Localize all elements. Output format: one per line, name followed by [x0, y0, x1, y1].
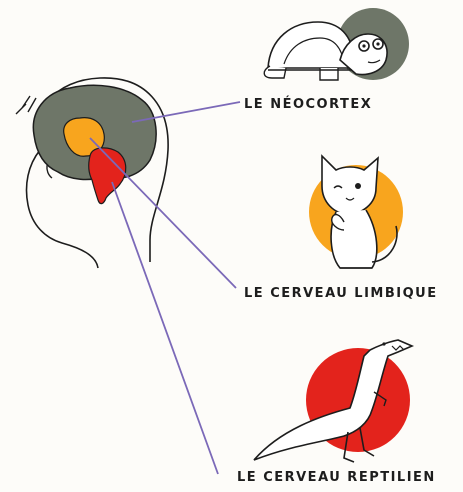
label-limbic-brain: LE CERVEAU LIMBIQUE — [244, 286, 438, 301]
cat-icon — [309, 156, 403, 268]
turtle-icon — [264, 8, 409, 80]
label-reptilian-brain: LE CERVEAU REPTILIEN — [237, 470, 436, 485]
pointer-line-limbic — [90, 138, 236, 288]
pointer-line-reptilian — [112, 182, 218, 474]
dinosaur-icon — [254, 340, 412, 462]
label-neocortex: LE NÉOCORTEX — [244, 97, 372, 112]
